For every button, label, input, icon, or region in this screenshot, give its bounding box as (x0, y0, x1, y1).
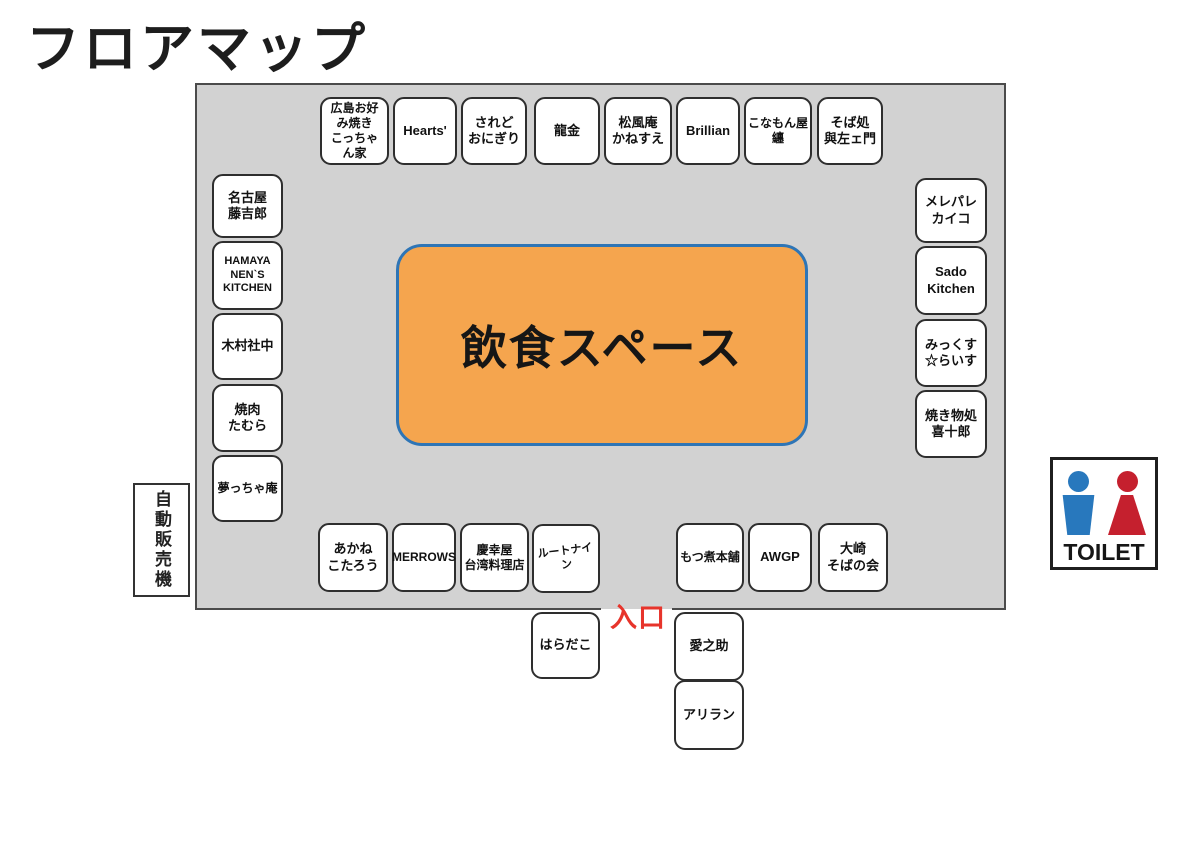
entrance-opening (601, 606, 672, 612)
page-title: フロアマップ (26, 19, 368, 79)
dining-space-label: 飲食スペース (460, 322, 744, 374)
booth-sobadokoro-yozaemon: そば処 與左ェ門 (817, 97, 883, 165)
male-icon-body (1062, 495, 1095, 535)
booth-awgp: AWGP (748, 523, 812, 592)
booth-yakimonodokoro-kijuro: 焼き物処 喜十郎 (915, 390, 987, 458)
vending-machine: 自動販売機 (133, 483, 190, 597)
booth-ainosuke: 愛之助 (674, 612, 744, 681)
booth-akane-kotaro: あかね こたろう (318, 523, 388, 592)
booth-merrows: MERROWS (392, 523, 456, 592)
female-icon-head (1116, 471, 1138, 492)
booth-osaki-soba-no-kai: 大崎 そばの会 (818, 523, 888, 592)
toilet-label: TOILET (1063, 539, 1145, 565)
booth-hamaya-nens-kitchen: HAMAYA NEN`S KITCHEN (212, 241, 283, 310)
restroom-icons (1062, 471, 1146, 535)
female-icon-body (1108, 495, 1146, 535)
vending-machine-label: 自動販売機 (152, 490, 171, 590)
booth-sado-kitchen: Sado Kitchen (915, 246, 987, 315)
booth-route-nine-label: ルートナイン (537, 541, 594, 572)
booth-route-nine: ルートナイン (532, 524, 600, 593)
booth-nagoya-tokichiro: 名古屋 藤吉郎 (212, 174, 283, 238)
entrance-label: 入口 (610, 603, 666, 633)
dining-space: 飲食スペース (396, 244, 808, 446)
booth-yakiniku-tamura: 焼肉 たむら (212, 384, 283, 452)
booth-yumeccha-an: 夢っちゃ庵 (212, 455, 283, 522)
booth-haradako: はらだこ (531, 612, 600, 679)
booth-hiroshima-okonomiyaki-kocchanya: 広島お好 み焼き こっちゃ ん家 (320, 97, 389, 165)
booth-hearts: Hearts' (393, 97, 457, 165)
male-restroom-icon (1062, 471, 1095, 535)
booth-keikoya-taiwan-ryoriten: 慶幸屋 台湾料理店 (460, 523, 529, 592)
booth-kimura-shachu: 木村社中 (212, 313, 283, 380)
booth-ryukin: 龍金 (534, 97, 600, 165)
male-icon-head (1068, 471, 1089, 492)
toilet-sign: TOILET (1050, 457, 1158, 570)
female-restroom-icon (1108, 471, 1146, 535)
booth-brillian: Brillian (676, 97, 740, 165)
booth-motsuni-honpo: もつ煮本舗 (676, 523, 744, 592)
booth-mix-rice: みっくす ☆らいす (915, 319, 987, 387)
booth-merepare-kaiko: メレパレ カイコ (915, 178, 987, 243)
booth-ariran: アリラン (674, 680, 744, 750)
booth-konamonya-matoi: こなもん屋 纏 (744, 97, 812, 165)
booth-shofuan-kanesue: 松風庵 かねすえ (604, 97, 672, 165)
booth-saredo-onigiri: されど おにぎり (461, 97, 527, 165)
